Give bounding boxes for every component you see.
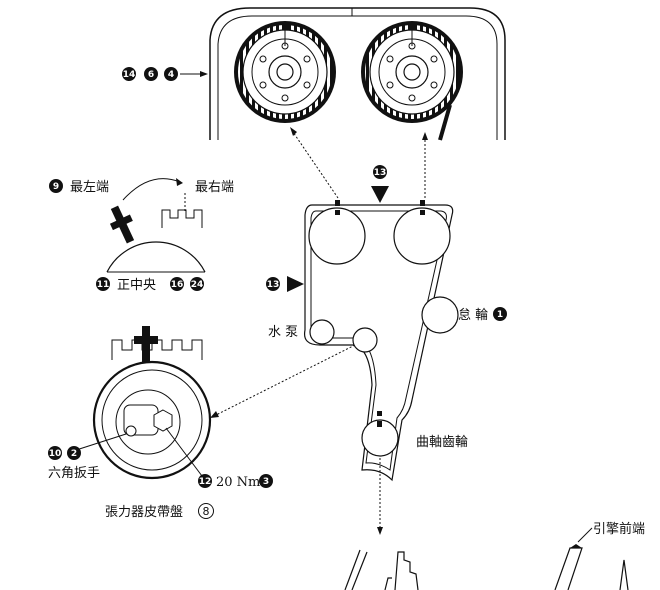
idler-label: 怠 輪	[458, 307, 488, 323]
timing-mark	[420, 200, 425, 206]
engine-front-detail: 引擎前端	[554, 521, 645, 590]
arrow-head	[290, 127, 297, 136]
badge-13: 13	[374, 168, 387, 178]
belt-segment	[438, 104, 452, 141]
tensioner-range-detail: 9 最左端 最右端 11 正中央 16 24	[49, 178, 234, 293]
crank-sprocket-partial	[344, 549, 419, 590]
belt-direction-marker-top: 13	[371, 165, 389, 203]
tensioner-pulley-small	[352, 327, 378, 353]
timing-mark	[335, 200, 340, 206]
hex-wrench-label: 六角扳手	[48, 465, 100, 481]
camshaft-sprocket-right	[361, 21, 463, 123]
arrow-head	[377, 527, 383, 535]
badge-10: 10	[49, 449, 62, 459]
tensioner-label: 張力器皮帶盤	[105, 505, 183, 520]
arrow-head	[210, 411, 219, 418]
dashed-leader-arrows	[215, 131, 426, 528]
water-pump-pulley	[309, 319, 335, 345]
badge-1	[493, 307, 507, 321]
torque-label: 20 Nm	[216, 475, 260, 490]
timing-mark	[420, 210, 425, 215]
water-pump-label: 水 泵	[268, 325, 298, 340]
cam-pulley-right	[393, 207, 451, 265]
badge-12: 12	[199, 477, 212, 487]
badge-3: 3	[263, 477, 269, 487]
belt-direction-marker-left: 13	[266, 276, 304, 292]
badge-9: 9	[53, 182, 59, 192]
idler-pulley	[421, 296, 459, 334]
badge-8: 8	[203, 505, 210, 518]
badge-6: 6	[148, 70, 154, 80]
badge-1-text: 1	[497, 310, 503, 320]
badge-16: 16	[171, 280, 184, 290]
badge-13: 13	[267, 280, 280, 290]
crankshaft-pulley	[361, 419, 399, 457]
center-label: 正中央	[117, 278, 156, 293]
badge-group-top-left: 14 6 4	[122, 67, 208, 81]
badge-14: 14	[123, 70, 136, 80]
camshaft-sprocket-left	[234, 21, 336, 123]
timing-mark	[377, 411, 382, 416]
leftmost-label: 最左端	[70, 180, 109, 195]
cam-pulley-left	[308, 207, 366, 265]
engine-front-label: 引擎前端	[593, 521, 645, 537]
tensioner-pulley-detail: 10 2 六角扳手 12 20 Nm 3 張力器皮帶盤 8	[48, 326, 273, 520]
badge-2: 2	[71, 449, 77, 459]
rightmost-label: 最右端	[195, 180, 234, 195]
badge-4: 4	[168, 70, 174, 80]
badge-11: 11	[97, 280, 110, 290]
timing-mark	[335, 210, 340, 215]
timing-mark	[377, 421, 382, 427]
arrow-head	[422, 132, 428, 140]
engine-cover	[209, 7, 506, 140]
crankshaft-gear-label: 曲軸齒輪	[416, 434, 468, 450]
badge-24: 24	[191, 280, 204, 290]
